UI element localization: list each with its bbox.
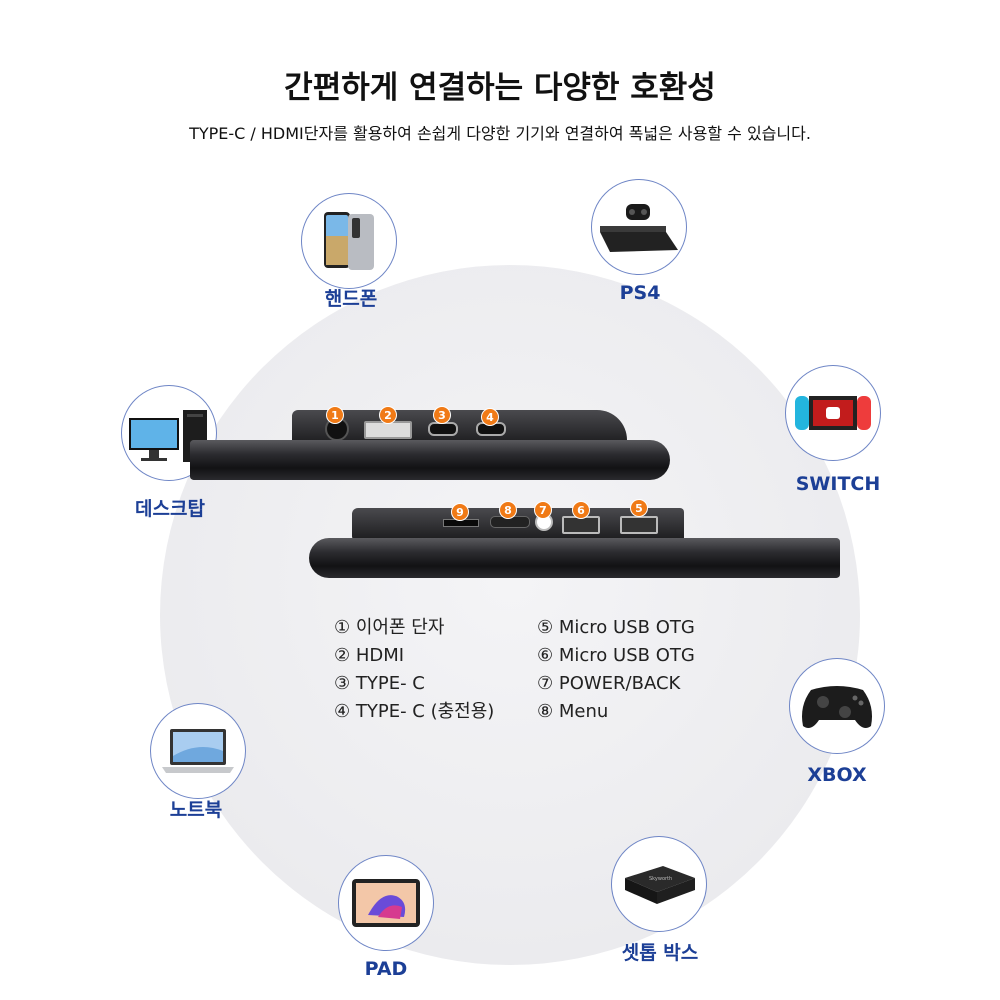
legend-item-3: ③ TYPE- C <box>334 673 425 694</box>
legend-item-4: ④ TYPE- C (충전용) <box>334 701 495 722</box>
legend-item-5: ⑤ Micro USB OTG <box>537 617 695 638</box>
port-badge-2: 2 <box>379 406 397 424</box>
port-badge-5: 5 <box>630 499 648 517</box>
laptop-label: 노트북 <box>169 799 223 821</box>
type-c-port[interactable] <box>428 422 458 436</box>
settop-device: Skyworth <box>611 836 707 932</box>
switch-device <box>785 365 881 461</box>
xbox-controller-icon <box>802 686 872 728</box>
usb-port-5[interactable] <box>620 516 658 534</box>
nintendo-switch-icon <box>795 396 871 430</box>
port-badge-3: 3 <box>433 406 451 424</box>
legend-item-6: ⑥ Micro USB OTG <box>537 645 695 666</box>
phone-device <box>301 193 397 289</box>
xbox-label: XBOX <box>807 764 867 786</box>
legend-left: ① 이어폰 단자 ② HDMI ③ TYPE- C ④ TYPE- C (충전용… <box>334 614 494 726</box>
legend-right: ⑤ Micro USB OTG ⑥ Micro USB OTG ⑦ POWER/… <box>537 614 695 726</box>
legend-item-8: ⑧ Menu <box>537 701 609 722</box>
top-device-body <box>190 440 670 480</box>
laptop-device <box>150 703 246 799</box>
svg-text:Skyworth: Skyworth <box>649 876 672 882</box>
bottom-device-body <box>309 538 840 578</box>
ps4-console-icon <box>600 204 678 252</box>
page-title: 간편하게 연결하는 다양한 호환성 <box>284 70 716 106</box>
ps4-device <box>591 179 687 275</box>
desktop-device <box>121 385 217 481</box>
smartphone-icon <box>324 212 374 270</box>
port-badge-7: 7 <box>534 501 552 519</box>
set-top-box-icon: Skyworth <box>625 866 695 904</box>
port-badge-9: 9 <box>451 503 469 521</box>
pad-device <box>338 855 434 951</box>
switch-label: SWITCH <box>795 473 881 495</box>
laptop-icon <box>162 729 234 773</box>
settop-label: 셋톱 박스 <box>621 942 699 964</box>
legend-item-2: ② HDMI <box>334 645 405 666</box>
pad-label: PAD <box>364 958 408 980</box>
background-circle <box>160 265 860 965</box>
xbox-device <box>789 658 885 754</box>
legend-item-1: ① 이어폰 단자 <box>334 617 445 638</box>
tablet-icon <box>352 879 420 927</box>
port-badge-6: 6 <box>572 501 590 519</box>
ps4-label: PS4 <box>619 282 661 304</box>
port-badge-8: 8 <box>499 501 517 519</box>
desktop-pc-icon <box>129 410 207 462</box>
desktop-label: 데스크탑 <box>135 498 205 520</box>
page-subtitle: TYPE-C / HDMI단자를 활용하여 손쉽게 다양한 기기와 연결하여 폭… <box>189 124 811 143</box>
legend-item-7: ⑦ POWER/BACK <box>537 673 681 694</box>
port-badge-1: 1 <box>326 406 344 424</box>
phone-label: 핸드폰 <box>324 288 378 310</box>
port-badge-4: 4 <box>481 408 499 426</box>
